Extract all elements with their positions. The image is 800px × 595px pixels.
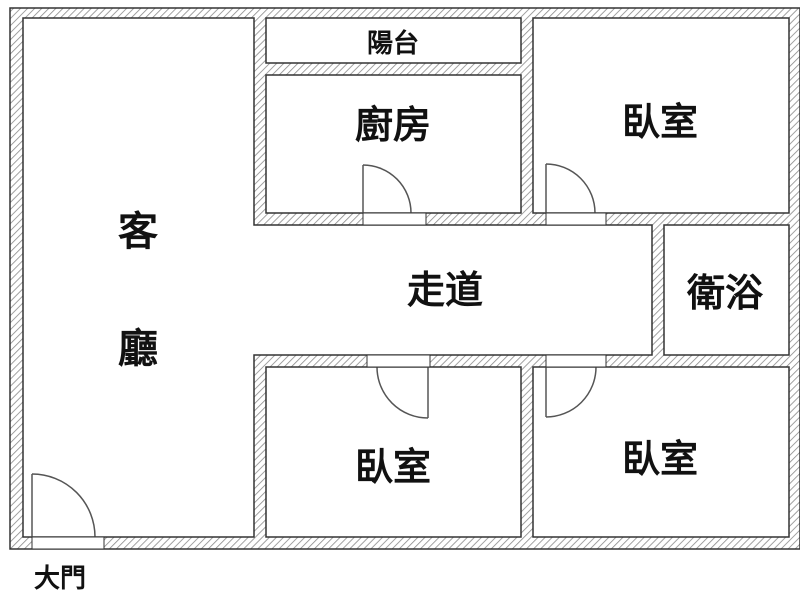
living-room-label-line2: 廳 [118,326,158,372]
door-bedroom-bottom-right [545,354,607,418]
bathroom-label: 衛浴 [686,271,764,315]
entrance-label: 大門 [34,564,86,594]
door-bedroom-top-right [545,163,607,226]
door-kitchen [362,164,427,226]
walls [9,7,800,550]
corridor-label: 走道 [407,268,483,312]
door-openings [32,213,606,549]
bedroom-top-right-label: 臥室 [622,100,698,144]
door-main-entrance [31,473,105,550]
door-bedroom-bottom-middle [366,354,431,419]
living-room-label-line1: 客 [118,209,158,255]
balcony-label: 陽台 [367,28,419,59]
kitchen-label: 廚房 [355,103,431,147]
bedroom-bottom-middle-label: 臥室 [355,445,431,489]
bedroom-bottom-right-label: 臥室 [622,437,698,481]
